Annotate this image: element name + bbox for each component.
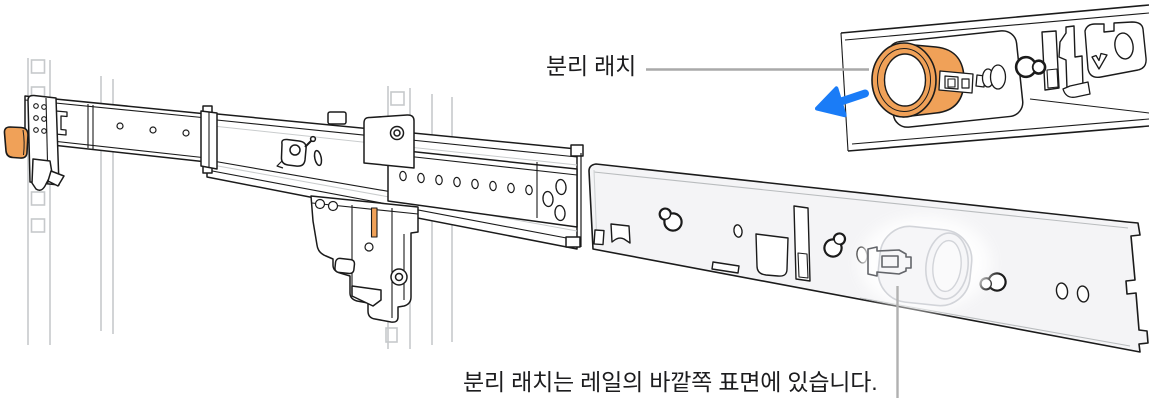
callouts xyxy=(646,68,899,398)
latch-clip xyxy=(867,246,912,277)
front-bracket xyxy=(3,94,65,191)
arrow-left-icon xyxy=(815,86,869,118)
orange-latch-strip xyxy=(370,207,378,238)
slide-rail xyxy=(24,95,584,250)
release-latch-label: 분리 래치 xyxy=(546,53,637,79)
release-latch-ghost xyxy=(859,216,991,310)
release-latch-knob xyxy=(3,126,29,159)
mid-mount-plate xyxy=(327,111,415,169)
release-latch xyxy=(871,42,1007,118)
outer-rail-panel xyxy=(588,163,1149,353)
caption-label: 분리 래치는 레일의 바깥쪽 표면에 있습니다. xyxy=(463,369,878,395)
detail-inset xyxy=(840,4,1149,152)
mid-bracket xyxy=(310,195,419,323)
